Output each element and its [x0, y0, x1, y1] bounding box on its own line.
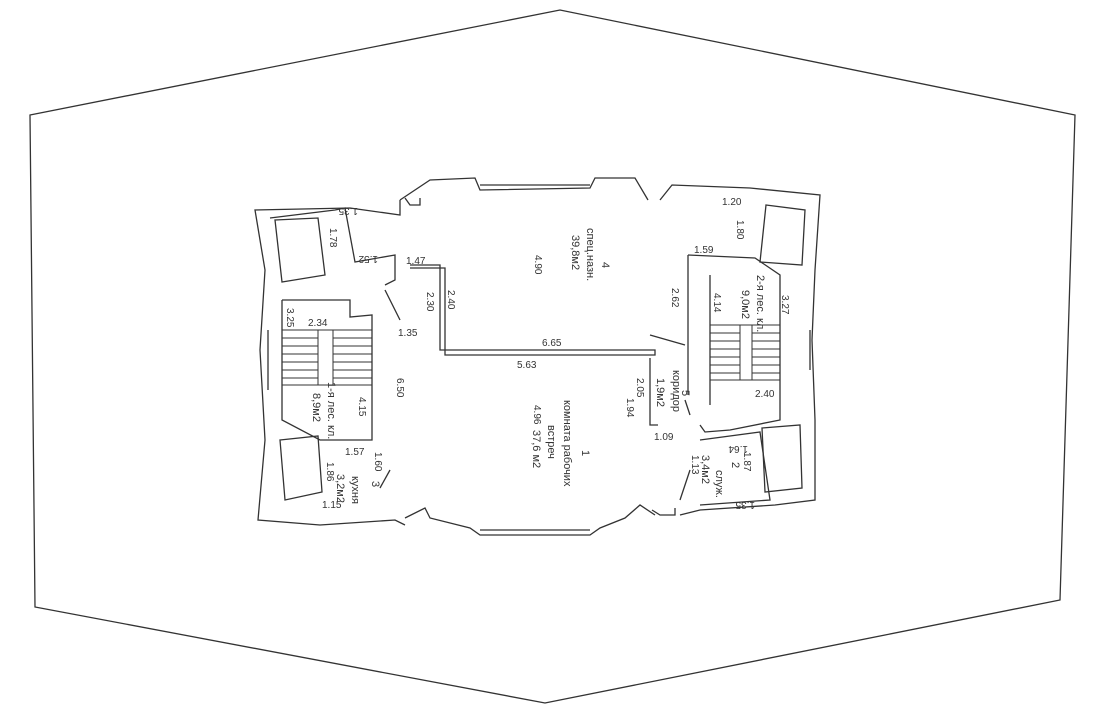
- dim: 1.60: [372, 452, 383, 472]
- dim: 1.52: [358, 253, 378, 264]
- room-1-name-2: встреч: [545, 425, 557, 459]
- dim: 1.59: [694, 245, 714, 256]
- room-1-name: комната рабочих: [561, 400, 573, 487]
- room-4-name: спец.назн.: [584, 228, 596, 281]
- dim: 2.30: [424, 292, 435, 312]
- stair-2-area: 9,0м2: [739, 290, 751, 319]
- dim: 1.15: [322, 500, 342, 511]
- room-4-area: 39,8м2: [569, 235, 581, 270]
- dim: 1.20: [722, 197, 742, 208]
- dim: 1.09: [654, 432, 674, 443]
- room-5-name: коридор: [670, 370, 682, 412]
- dim: 3.27: [779, 295, 790, 315]
- room-2-area: 3,4м2: [699, 455, 711, 484]
- room-1-area: 37,6 м2: [530, 430, 542, 468]
- stairs-2: [709, 324, 781, 381]
- room-1-number: 1: [579, 450, 591, 456]
- dim: 1.57: [345, 447, 365, 458]
- stair-1-name: 1-я лес. кл.: [325, 382, 337, 439]
- dim: 2.34: [308, 318, 328, 329]
- dim: 2.62: [669, 288, 680, 308]
- dim: 5.63: [517, 360, 537, 371]
- dim: 1.78: [327, 228, 338, 248]
- dim: 4.14: [711, 293, 722, 313]
- dim: 1.94: [624, 398, 635, 418]
- dim: 2.40: [755, 389, 775, 400]
- room-3-number: 3: [369, 481, 381, 487]
- dim: 3.25: [284, 308, 295, 328]
- dim: 1.86: [324, 462, 335, 482]
- dim: 1.35: [338, 205, 358, 216]
- dim: 4.96: [531, 405, 542, 425]
- room-2-name: служ.: [713, 470, 725, 498]
- stairs-1: [281, 329, 373, 386]
- dim: 1.47: [406, 256, 426, 267]
- dim: 4.90: [532, 255, 543, 275]
- room-2-number: 2: [729, 462, 741, 468]
- dim: 2.05: [634, 378, 645, 398]
- stair-1-area: 8,9м2: [310, 393, 322, 422]
- dim: 2.40: [445, 290, 456, 310]
- site-boundary: [29, 9, 1076, 704]
- dim: 1.35: [735, 499, 755, 510]
- dim: 1.64: [728, 443, 748, 454]
- room-5-area: 1,9м2: [654, 378, 666, 407]
- stair-2-name: 2-я лес. кл.: [754, 275, 766, 332]
- dim: 1.87: [741, 452, 752, 472]
- dim: 6.50: [394, 378, 405, 398]
- dim: 1.13: [689, 455, 700, 475]
- dim: 1.35: [398, 328, 418, 339]
- room-3-name: кухня: [349, 476, 361, 504]
- dim: 6.65: [542, 338, 562, 349]
- dim: 1.80: [734, 220, 745, 240]
- dim: 4.15: [356, 397, 367, 417]
- room-5-number: 5: [679, 390, 691, 396]
- room-4-number: 4: [599, 262, 611, 268]
- room-3-area: 3,2м2: [334, 474, 346, 503]
